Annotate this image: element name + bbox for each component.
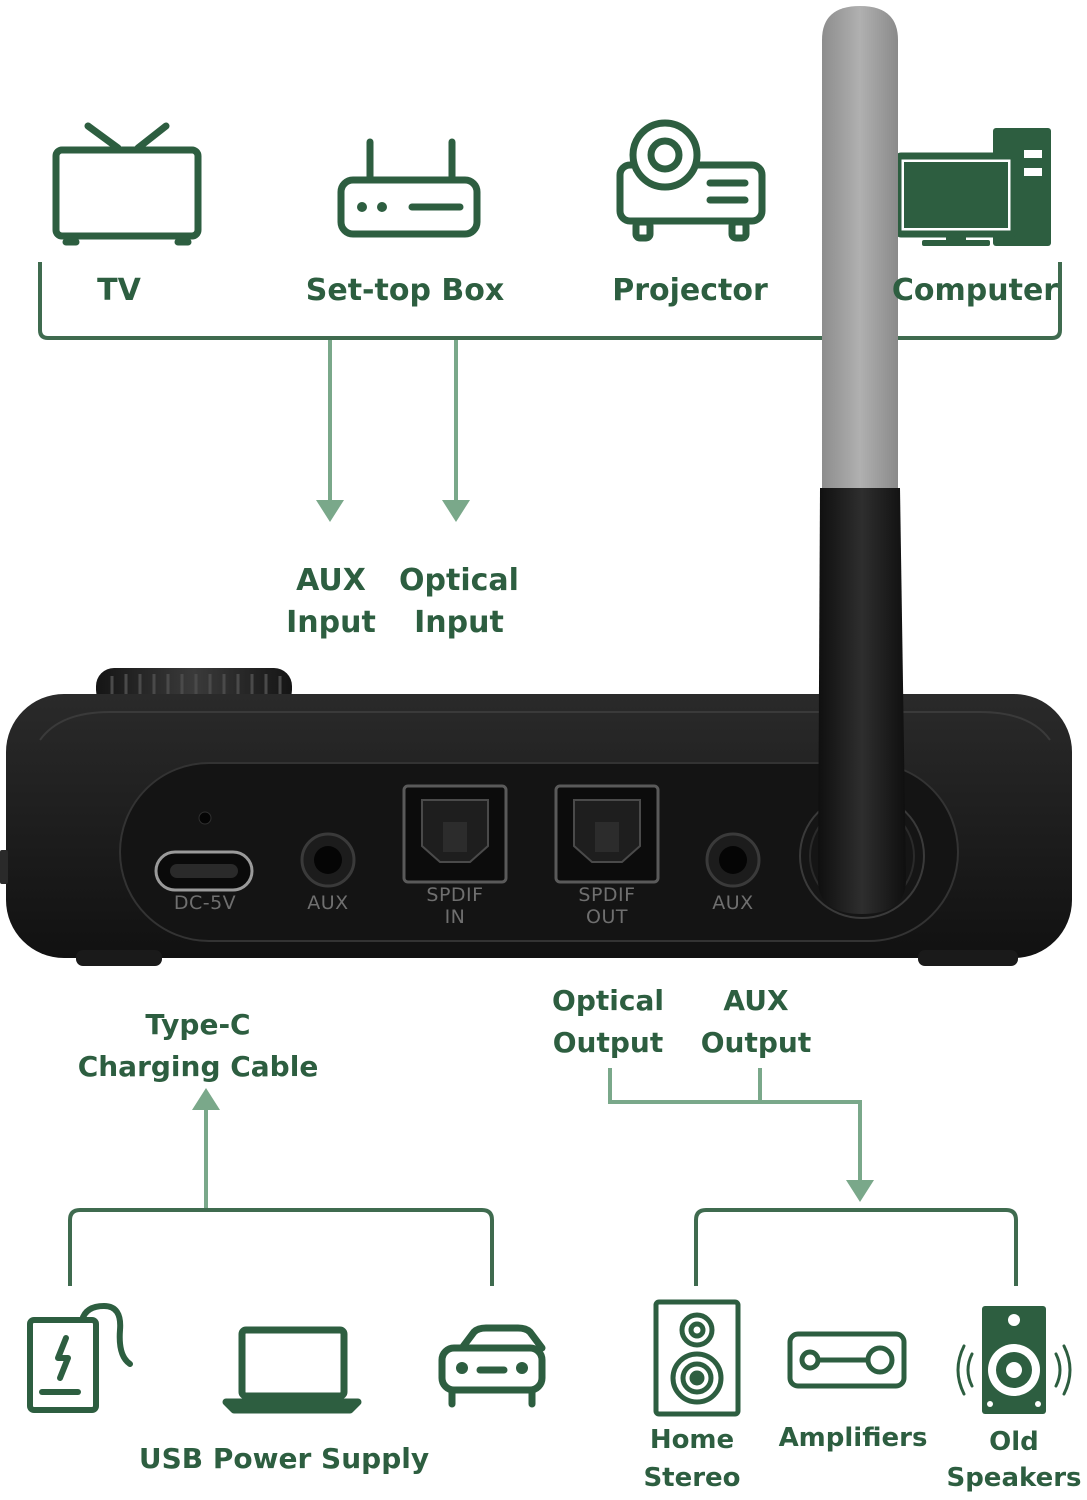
computer-label: Computer bbox=[891, 273, 1059, 308]
set-top-box-icon bbox=[337, 138, 481, 238]
tv-label: TV bbox=[97, 273, 141, 308]
port-panel bbox=[119, 762, 959, 942]
old-speakers-label-line1: Old bbox=[989, 1427, 1039, 1457]
car-headlight-right bbox=[516, 1362, 528, 1374]
input-arrows bbox=[316, 340, 470, 522]
old-speakers-icon bbox=[956, 1306, 1072, 1414]
aux-output-label-line1: AUX bbox=[723, 984, 789, 1017]
amplifier-icon bbox=[787, 1331, 907, 1389]
home-stereo-label-line1: Home bbox=[649, 1425, 735, 1455]
output-arrow-head bbox=[846, 1180, 874, 1202]
computer-icon bbox=[894, 128, 1051, 246]
home-stereo-icon bbox=[653, 1299, 741, 1417]
transmitter-device bbox=[0, 668, 1072, 966]
optical-output-label-line2: Output bbox=[552, 1026, 664, 1059]
output-bracket bbox=[694, 1208, 1018, 1286]
set-top-box-led-1 bbox=[357, 202, 367, 212]
usb-power-supply-label: USB Power Supply bbox=[138, 1442, 430, 1475]
optical-output-label-line1: Optical bbox=[552, 984, 664, 1017]
old-speakers-label-line2: Speakers bbox=[946, 1463, 1082, 1493]
power-bank-icon bbox=[27, 1303, 133, 1413]
car-headlight-left bbox=[456, 1362, 468, 1374]
home-stereo-label-line2: Stereo bbox=[643, 1463, 741, 1493]
type-c-label-line1: Type-C bbox=[145, 1008, 251, 1041]
car-icon bbox=[438, 1324, 546, 1408]
spdif-out-port-label-line1: SPDIF bbox=[578, 884, 636, 906]
top-bracket bbox=[38, 262, 1062, 340]
aux-out-port-label: AUX bbox=[712, 892, 754, 914]
spdif-out-port-label-line2: OUT bbox=[586, 906, 628, 928]
antenna bbox=[818, 6, 906, 914]
spdif-in-port-label-line2: IN bbox=[444, 906, 466, 928]
laptop-icon bbox=[222, 1326, 362, 1414]
set-top-box-led-2 bbox=[377, 202, 387, 212]
charging-arrow bbox=[192, 1088, 220, 1210]
optical-input-label-line2: Input bbox=[414, 605, 504, 640]
output-connector-lines bbox=[608, 1068, 862, 1184]
aux-input-label-line1: AUX bbox=[296, 563, 366, 598]
aux-in-port-label: AUX bbox=[307, 892, 349, 914]
spdif-in-port-label-line1: SPDIF bbox=[426, 884, 484, 906]
power-bracket bbox=[68, 1208, 494, 1286]
dc-port-label: DC-5V bbox=[173, 892, 237, 914]
aux-input-label-line2: Input bbox=[286, 605, 376, 640]
optical-input-label-line1: Optical bbox=[399, 563, 519, 598]
projector-icon bbox=[616, 119, 766, 242]
projector-label: Projector bbox=[612, 273, 768, 308]
tv-icon bbox=[52, 122, 202, 246]
aux-output-label-line2: Output bbox=[700, 1026, 812, 1059]
set-top-box-label: Set-top Box bbox=[305, 273, 505, 308]
type-c-label-line2: Charging Cable bbox=[77, 1050, 319, 1083]
amplifiers-label: Amplifiers bbox=[778, 1423, 928, 1453]
